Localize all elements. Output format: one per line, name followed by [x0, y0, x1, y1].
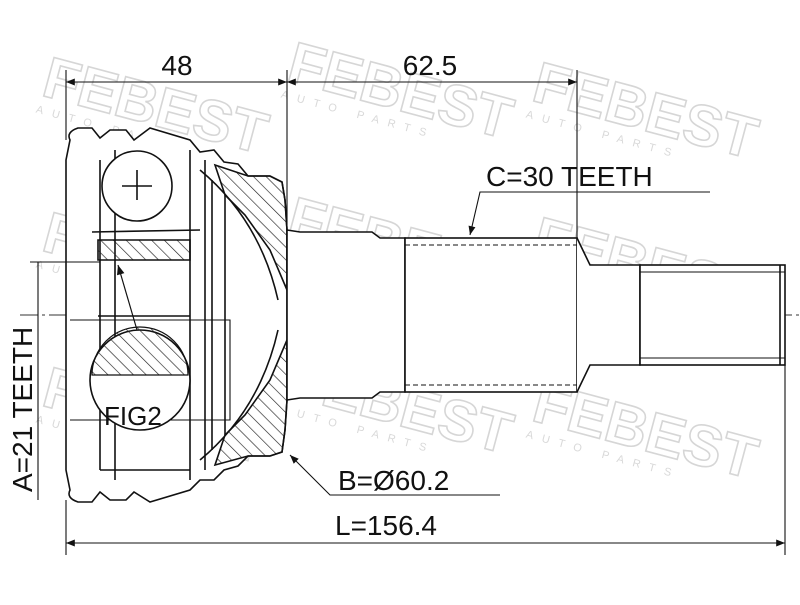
spline-section — [404, 237, 578, 393]
watermark-brand: FEBEST — [282, 30, 520, 152]
teeth-c-label: C=30 TEETH — [486, 161, 653, 192]
teeth-c-leader — [468, 191, 710, 236]
diameter-b-leader — [289, 454, 500, 496]
dim-48-label: 48 — [161, 50, 192, 81]
diameter-b-label: B=Ø60.2 — [338, 465, 449, 496]
dim-62-5-label: 62.5 — [403, 50, 458, 81]
teeth-a-label: A=21 TEETH — [7, 327, 38, 492]
dimension-lines — [30, 70, 786, 555]
cv-housing — [65, 127, 288, 503]
watermark-brand: FEBEST — [527, 50, 765, 172]
fig2-leader-arrow — [117, 264, 138, 331]
fig2-detail: FIG2 — [89, 264, 191, 431]
fig2-label: FIG2 — [104, 401, 162, 431]
cv-shaft — [286, 229, 786, 401]
length-l-label: L=156.4 — [335, 510, 437, 541]
threaded-end — [639, 264, 786, 366]
